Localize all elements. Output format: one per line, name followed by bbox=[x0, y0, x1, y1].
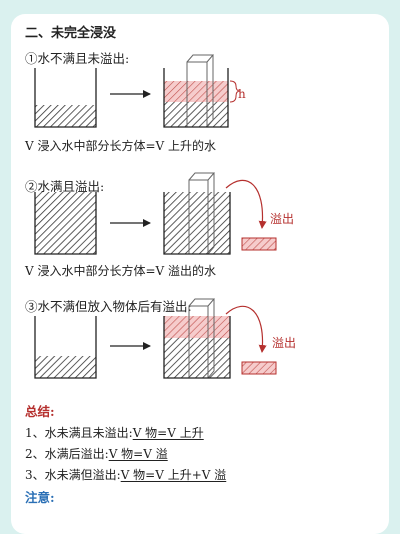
case-2-overflow-water bbox=[241, 237, 277, 251]
case-3-container-before bbox=[34, 316, 97, 379]
summary-item-3: 3、水未满但溢出:V 物=V 上升+V 溢 bbox=[25, 466, 226, 483]
case-3-overflow-arrow bbox=[225, 305, 267, 353]
summary-item-2: 2、水满后溢出:V 物=V 溢 bbox=[25, 445, 168, 462]
case-3-overflow-water bbox=[241, 361, 277, 375]
case-2-container-after bbox=[163, 172, 231, 255]
case-2-overflow-arrow bbox=[225, 179, 267, 229]
case-2-heading: ②水满且溢出: bbox=[25, 179, 105, 194]
summary-item-3-formula: V 物=V 上升+V 溢 bbox=[120, 468, 227, 482]
summary-item-2-prefix: 2、水满后溢出: bbox=[25, 447, 109, 461]
case-1-heading: ①水不满且未溢出: bbox=[25, 51, 130, 66]
summary-item-1-formula: V 物=V 上升 bbox=[132, 426, 204, 440]
case-2-formula: V 浸入水中部分长方体=V 溢出的水 bbox=[25, 264, 217, 278]
summary-item-1-prefix: 1、水未满且未溢出: bbox=[25, 426, 133, 440]
case-3-container-after bbox=[163, 298, 231, 379]
note-title: 注意: bbox=[25, 490, 55, 505]
case-1-container-before bbox=[34, 68, 97, 128]
section-title: 二、未完全浸没 bbox=[25, 26, 117, 41]
case-1-container-after bbox=[163, 54, 229, 128]
case-3-heading: ③水不满但放入物体后有溢出: bbox=[25, 299, 192, 314]
summary-title: 总结: bbox=[25, 404, 55, 419]
summary-item-3-prefix: 3、水未满但溢出: bbox=[25, 468, 121, 482]
case-1-height-brace bbox=[229, 80, 241, 103]
summary-item-1: 1、水未满且未溢出:V 物=V 上升 bbox=[25, 424, 204, 441]
case-2-container-before bbox=[34, 192, 97, 255]
case-3-overflow-label: 溢出 bbox=[272, 336, 297, 350]
case-1-formula: V 浸入水中部分长方体=V 上升的水 bbox=[25, 139, 217, 153]
diagrams bbox=[34, 54, 277, 379]
case-2-overflow-label: 溢出 bbox=[270, 212, 295, 226]
summary-item-2-formula: V 物=V 溢 bbox=[108, 447, 168, 461]
case-1-height-label: h bbox=[238, 87, 246, 101]
